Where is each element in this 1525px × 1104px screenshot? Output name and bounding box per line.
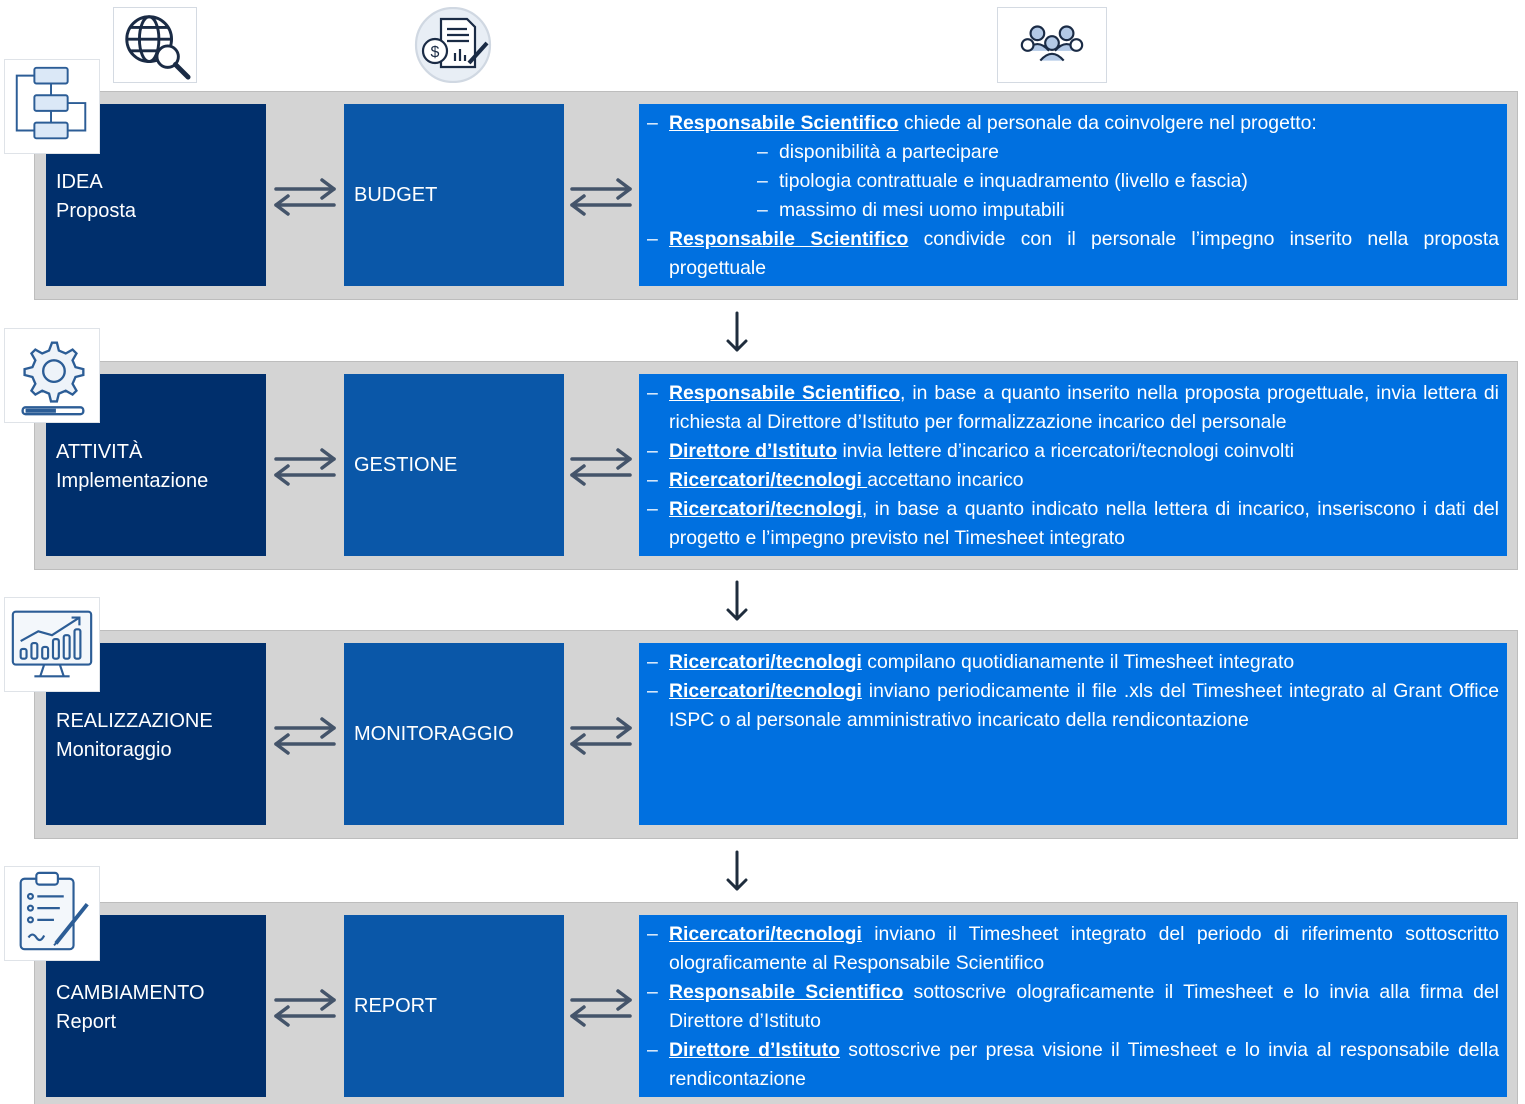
detail-item: Ricercatori/tecnologi inviano periodicam… xyxy=(647,677,1499,735)
bidirectional-arrow-icon xyxy=(272,986,338,1030)
detail-subitem: disponibilità a partecipare xyxy=(647,138,1499,167)
phase-subtitle: Proposta xyxy=(56,200,137,222)
item-text: compilano quotidianamente il Timesheet i… xyxy=(861,651,1295,673)
phase-title: ATTIVITÀ xyxy=(56,441,143,463)
detail-box-2: Responsabile Scientifico, in base a quan… xyxy=(639,374,1507,556)
actor-link: Direttore d’Istituto xyxy=(669,440,838,462)
bidirectional-arrow-icon xyxy=(272,445,338,489)
actor-link: Ricercatori/tecnologi xyxy=(669,651,862,673)
actor-link: Direttore d’Istituto xyxy=(669,1039,840,1061)
detail-item: Ricercatori/tecnologi inviano il Timeshe… xyxy=(647,920,1499,978)
detail-box-3: Ricercatori/tecnologi compilano quotidia… xyxy=(639,643,1507,825)
phase-subtitle: Implementazione xyxy=(56,470,209,492)
flowchart-icon xyxy=(4,59,100,154)
bidirectional-arrow-icon xyxy=(568,986,634,1030)
actor-link: Ricercatori/tecnologi xyxy=(669,680,862,702)
phase-subtitle: Report xyxy=(56,1011,117,1033)
detail-subitem: massimo di mesi uomo imputabili xyxy=(647,196,1499,225)
item-text: sottoscrive olograficamente il Timesheet… xyxy=(669,981,1499,1032)
detail-item: Responsabile Scientifico condivide con i… xyxy=(647,225,1499,283)
actor-link: Responsabile Scientifico xyxy=(669,382,901,404)
detail-item: Direttore d’Istituto sottoscrive per pre… xyxy=(647,1036,1499,1094)
bidirectional-arrow-icon xyxy=(568,175,634,219)
item-text: sottoscrive per presa visione il Timeshe… xyxy=(669,1039,1499,1090)
globe-search-icon xyxy=(113,7,197,83)
bidirectional-arrow-icon xyxy=(568,714,634,758)
detail-item: Ricercatori/tecnologi compilano quotidia… xyxy=(647,648,1499,677)
detail-item: Responsabile Scientifico sottoscrive olo… xyxy=(647,978,1499,1036)
detail-item: Direttore d’Istituto invia lettere d’inc… xyxy=(647,437,1499,466)
down-arrow-icon xyxy=(724,310,750,354)
middle-label: BUDGET xyxy=(354,183,438,206)
people-group-icon xyxy=(997,7,1107,83)
item-text: , in base a quanto indicato nella letter… xyxy=(669,498,1499,549)
clipboard-checklist-icon xyxy=(4,866,100,961)
detail-item: Ricercatori/tecnologi accettano incarico xyxy=(647,466,1499,495)
bidirectional-arrow-icon xyxy=(568,445,634,489)
item-text: invia lettere d’incarico a ricercatori/t… xyxy=(837,440,1295,462)
bidirectional-arrow-icon xyxy=(272,175,338,219)
actor-link: Ricercatori/tecnologi xyxy=(669,923,862,945)
item-text: inviano periodicamente il file .xls del … xyxy=(669,680,1499,731)
item-text: accettano incarico xyxy=(867,469,1024,491)
actor-link: Ricercatori/tecnologi xyxy=(669,498,862,520)
actor-link: Responsabile Scientifico xyxy=(669,981,904,1003)
budget-document-icon: $ xyxy=(411,7,495,83)
middle-label: MONITORAGGIO xyxy=(354,722,514,745)
detail-box-1: Responsabile Scientifico chiede al perso… xyxy=(639,104,1507,286)
middle-box-gestione: GESTIONE xyxy=(344,374,564,556)
chart-monitor-icon xyxy=(4,597,100,692)
detail-item: Responsabile Scientifico, in base a quan… xyxy=(647,379,1499,437)
detail-item: Responsabile Scientifico chiede al perso… xyxy=(647,109,1499,138)
actor-link: Ricercatori/tecnologi xyxy=(669,469,868,491)
item-text: inviano il Timesheet integrato del perio… xyxy=(669,923,1499,974)
actor-link: Responsabile Scientifico xyxy=(669,112,899,134)
svg-text:$: $ xyxy=(431,44,440,61)
middle-label: GESTIONE xyxy=(354,453,458,476)
item-text: condivide con il personale l’impegno ins… xyxy=(669,228,1499,279)
bidirectional-arrow-icon xyxy=(272,714,338,758)
phase-title: REALIZZAZIONE xyxy=(56,710,213,732)
detail-box-4: Ricercatori/tecnologi inviano il Timeshe… xyxy=(639,915,1507,1097)
middle-box-report: REPORT xyxy=(344,915,564,1097)
phase-title: IDEA xyxy=(56,171,103,193)
detail-subitem: tipologia contrattuale e inquadramento (… xyxy=(647,167,1499,196)
middle-box-monitoraggio: MONITORAGGIO xyxy=(344,643,564,825)
phase-subtitle: Monitoraggio xyxy=(56,739,172,761)
down-arrow-icon xyxy=(724,849,750,893)
middle-label: REPORT xyxy=(354,994,437,1017)
actor-link: Responsabile Scientifico xyxy=(669,228,909,250)
down-arrow-icon xyxy=(724,579,750,623)
item-text: , in base a quanto inserito nella propos… xyxy=(669,382,1499,433)
detail-item: Ricercatori/tecnologi, in base a quanto … xyxy=(647,495,1499,553)
item-text: chiede al personale da coinvolgere nel p… xyxy=(898,112,1317,134)
gear-progress-icon xyxy=(4,328,100,423)
phase-title: CAMBIAMENTO xyxy=(56,982,205,1004)
middle-box-budget: BUDGET xyxy=(344,104,564,286)
